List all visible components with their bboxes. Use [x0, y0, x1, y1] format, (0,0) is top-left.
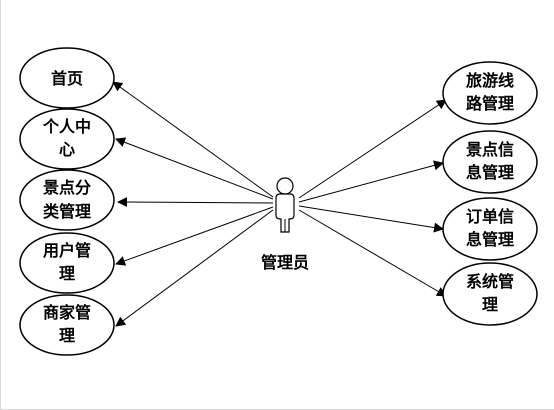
use-case-user-management-label-line2: 理 — [59, 264, 75, 283]
use-case-scenic-info-management-label-line2: 息管理 — [466, 163, 514, 182]
use-case-category-management-label-line1: 景点分 — [43, 178, 91, 197]
use-case-system-management-label-line2: 理 — [482, 295, 498, 314]
association-line-user-management — [115, 206, 274, 266]
association-line-system-management — [298, 209, 447, 297]
actor-stick-figure-icon — [275, 177, 295, 233]
use-case-scenic-info-management-label-line1: 景点信 — [466, 140, 514, 159]
use-case-user-management-label-line1: 用户管 — [43, 241, 91, 260]
use-case-scenic-info-management — [442, 130, 538, 194]
association-line-category-management — [117, 197, 274, 208]
use-case-system-management-label-line1: 系统管 — [466, 272, 514, 291]
use-case-order-info-management-label-line1: 订单信 — [466, 207, 514, 226]
use-case-home — [19, 47, 115, 109]
use-case-personal-center-label-line1: 个人中 — [42, 117, 91, 136]
use-case-route-management — [442, 61, 538, 125]
association-line-home — [112, 81, 274, 198]
use-case-system-management — [442, 262, 538, 326]
use-case-category-management — [19, 169, 115, 231]
use-case-order-info-management-label-line2: 息管理 — [466, 230, 514, 249]
use-case-order-info-management — [442, 197, 538, 261]
use-case-user-management — [19, 232, 115, 294]
use-case-merchant-management-label-line2: 理 — [59, 326, 75, 345]
use-case-home-label: 首页 — [51, 69, 83, 88]
use-case-personal-center-label-line2: 心 — [59, 140, 75, 159]
use-case-route-management-label-line2: 路管理 — [466, 94, 514, 113]
actor-label: 管理员 — [261, 253, 309, 272]
association-line-order-info-management — [298, 205, 444, 233]
use-case-route-management-label-line1: 旅游线 — [466, 71, 514, 90]
use-case-category-management-label-line2: 类管理 — [43, 202, 91, 221]
association-line-route-management — [298, 99, 447, 199]
association-line-scenic-info-management — [298, 160, 444, 203]
association-line-personal-center — [115, 137, 274, 200]
use-case-personal-center — [19, 108, 115, 170]
association-line-merchant-management — [115, 209, 274, 327]
use-case-merchant-management-label-line1: 商家管 — [43, 303, 91, 322]
use-case-merchant-management — [19, 294, 115, 356]
